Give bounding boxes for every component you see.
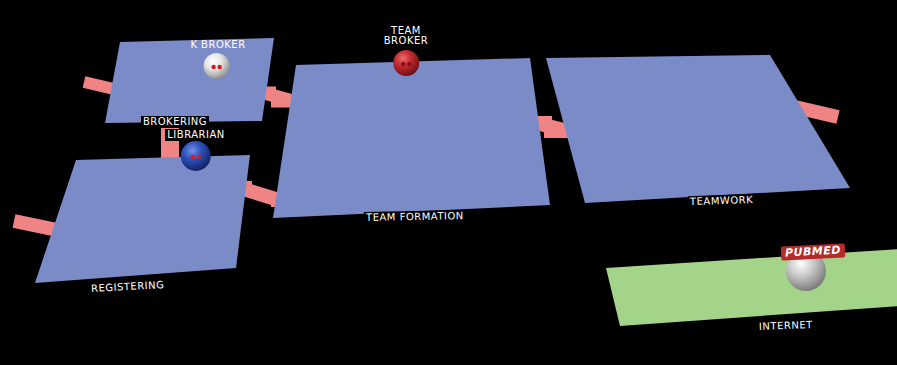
- plane-label: TEAM FORMATION: [364, 210, 466, 224]
- agent-sphere: K BROKER: [186, 37, 249, 81]
- plane-surface: [273, 58, 550, 218]
- plane-label: REGISTERING: [89, 279, 167, 295]
- agent-label: PUBMED: [781, 243, 846, 260]
- plane-shape: [604, 241, 897, 334]
- agent-sphere: PUBMED: [779, 243, 847, 293]
- sphere-body: [393, 50, 419, 76]
- agent-label: LIBRARIAN: [165, 129, 226, 141]
- plane-label: INTERNET: [757, 319, 815, 333]
- agent-sphere: TEAM BROKER: [380, 24, 433, 78]
- stage-plane: INTERNET PUBMED: [604, 241, 897, 334]
- bridge-connector: [536, 123, 568, 131]
- plane-surface: [606, 249, 897, 326]
- sphere-eye: [218, 65, 222, 69]
- plane-surface: [35, 155, 250, 283]
- bridge-connector: [264, 93, 293, 101]
- plane-label: BROKERING: [141, 116, 209, 128]
- sphere-eye: [401, 62, 405, 66]
- plane-label: TEAMWORK: [688, 194, 756, 208]
- stage-plane: TEAMWORK: [544, 53, 852, 209]
- sphere-eye: [407, 62, 411, 66]
- sphere-body: [181, 141, 211, 171]
- bridge-connector: [240, 188, 279, 200]
- plane-surface: [105, 38, 274, 123]
- plane-shape: [544, 53, 852, 209]
- agent-label: K BROKER: [188, 39, 247, 51]
- agent-sphere: LIBRARIAN: [163, 127, 228, 173]
- sphere-eye: [197, 155, 201, 159]
- agent-label: TEAM BROKER: [382, 26, 431, 46]
- sphere-body: [204, 53, 230, 79]
- stage-plane: BROKERING K BROKER: [103, 35, 276, 130]
- plane-surface: [546, 55, 850, 203]
- stage-plane: TEAM FORMATION TEAM BROKER: [271, 22, 552, 225]
- sphere-eye: [212, 65, 216, 69]
- sphere-eye: [191, 155, 195, 159]
- plane-shape: [33, 125, 252, 295]
- stage-plane: REGISTERING LIBRARIAN: [33, 125, 252, 295]
